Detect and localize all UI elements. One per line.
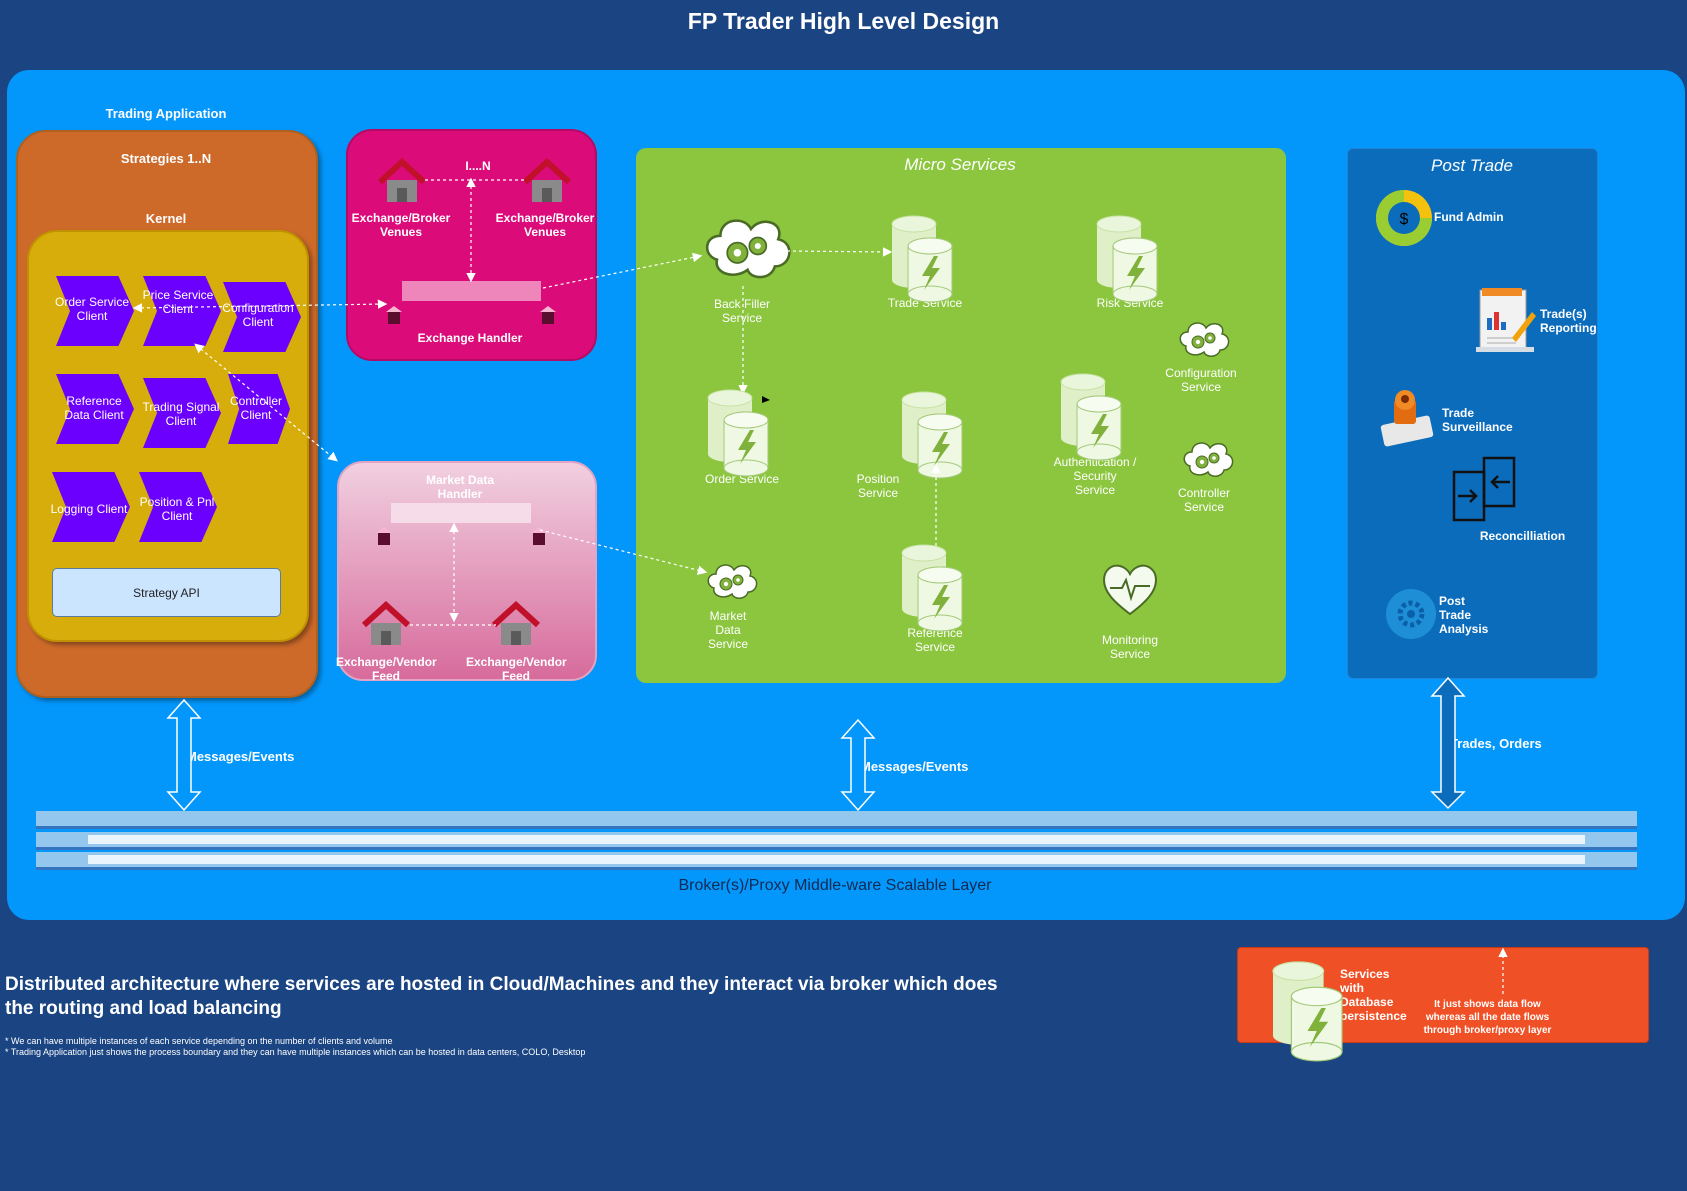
fund-admin-icon: $	[1376, 190, 1432, 246]
venue-range-label: I....N	[465, 159, 491, 173]
monitoring-service-label: Monitoring Service	[1101, 633, 1159, 661]
market-data-handler-bar	[391, 503, 531, 523]
footer-note-2: * Trading Application just shows the pro…	[5, 1047, 586, 1057]
exchange-handler-port-right-icon	[540, 306, 556, 324]
messages-events-left-label: Messages/Events	[186, 749, 295, 764]
svg-text:$: $	[1400, 211, 1409, 228]
venue-left-label: Exchange/Broker Venues	[351, 211, 451, 239]
order-service-db-icon	[707, 389, 769, 477]
strategies-label: Strategies 1..N	[120, 151, 212, 166]
market-data-service-label: Market Data Service	[707, 609, 748, 651]
broker-layer-label: Broker(s)/Proxy Middle-ware Scalable Lay…	[678, 877, 992, 894]
messages-events-middle-label: Messages/Events	[860, 759, 969, 774]
trade-surveillance-label: Trade Surveillance	[1442, 406, 1513, 434]
configuration-service-gears-icon	[1179, 322, 1230, 358]
exchange-handler-label: Exchange Handler	[417, 331, 523, 345]
broker-bar-2	[36, 832, 1637, 850]
position-pnl-client-label: Position & Pnl Client	[139, 495, 215, 523]
feed-left-label: Exchange/Vendor Feed	[336, 655, 437, 683]
back-filler-gears-icon	[705, 219, 791, 279]
micro-services-title: Micro Services	[904, 155, 1016, 174]
venue-right-label: Exchange/Broker Venues	[495, 211, 595, 239]
post-trade-analysis-icon	[1386, 589, 1436, 639]
page-title: FP Trader High Level Design	[687, 8, 1000, 34]
md-handler-port-right-icon	[531, 527, 547, 545]
controller-service-gears-icon	[1183, 442, 1234, 478]
order-service-label: Order Service	[704, 472, 780, 486]
trades-orders-arrow	[1430, 676, 1466, 810]
logging-client-label: Logging Client	[50, 502, 128, 516]
monitoring-heart-icon	[1102, 564, 1158, 616]
trades-orders-label: Trades, Orders	[1450, 736, 1542, 751]
legend-db-icon	[1272, 961, 1343, 1062]
configuration-service-label: Configuration Service	[1165, 366, 1237, 394]
fund-admin-label: Fund Admin	[1434, 210, 1504, 224]
footer-note-1: * We can have multiple instances of each…	[5, 1036, 393, 1046]
exchange-venue-left-icon	[380, 162, 424, 202]
messages-events-left-arrow	[166, 698, 202, 812]
vendor-feed-right-icon	[494, 605, 538, 645]
broker-bar-3	[36, 852, 1637, 870]
back-filler-label: Back Filler Service	[713, 297, 770, 325]
trade-reporting-label: Trade(s) Reporting	[1540, 307, 1597, 335]
kernel-label: Kernel	[145, 211, 187, 226]
trading-app-label: Trading Application	[105, 106, 227, 121]
post-trade-title: Post Trade	[1431, 156, 1513, 175]
order-service-client-label: Order Service Client	[54, 295, 130, 323]
broker-bar-1	[36, 811, 1637, 829]
controller-service-label: Controller Service	[1177, 486, 1231, 514]
reconciliation-icon	[1452, 456, 1516, 522]
exchange-venue-right-icon	[525, 162, 569, 202]
md-handler-port-left-icon	[376, 527, 392, 545]
strategy-api: Strategy API	[52, 568, 281, 617]
legend-db-services-label: Services with Database persistence	[1340, 967, 1407, 1023]
exchange-handler-bar	[402, 281, 541, 301]
messages-events-middle-arrow	[840, 718, 876, 812]
legend-flow-note: It just shows data flow whereas all the …	[1423, 999, 1552, 1036]
auth-service-label: Authentication / Security Service	[1053, 455, 1137, 497]
market-data-handler-label: Market Data Handler	[425, 473, 495, 501]
trade-service-db-icon	[891, 215, 953, 303]
market-data-service-gears-icon	[707, 564, 758, 600]
trade-surveillance-icon	[1380, 390, 1434, 447]
reconciliation-label: Reconcilliation	[1479, 529, 1566, 543]
feed-right-label: Exchange/Vendor Feed	[466, 655, 567, 683]
reference-data-client-label: Reference Data Client	[64, 394, 124, 422]
auth-service-db-icon	[1060, 373, 1122, 461]
footer-headline: Distributed architecture where services …	[5, 974, 998, 1019]
vendor-feed-left-icon	[364, 605, 408, 645]
post-trade-analysis-label: Post Trade Analysis	[1439, 594, 1489, 636]
risk-service-db-icon	[1096, 215, 1158, 303]
position-service-label: Position Service	[856, 472, 900, 500]
exchange-handler-port-left-icon	[386, 306, 402, 324]
trade-reporting-icon	[1476, 288, 1536, 352]
position-service-db-icon	[901, 391, 963, 479]
reference-service-db-icon	[901, 544, 963, 632]
